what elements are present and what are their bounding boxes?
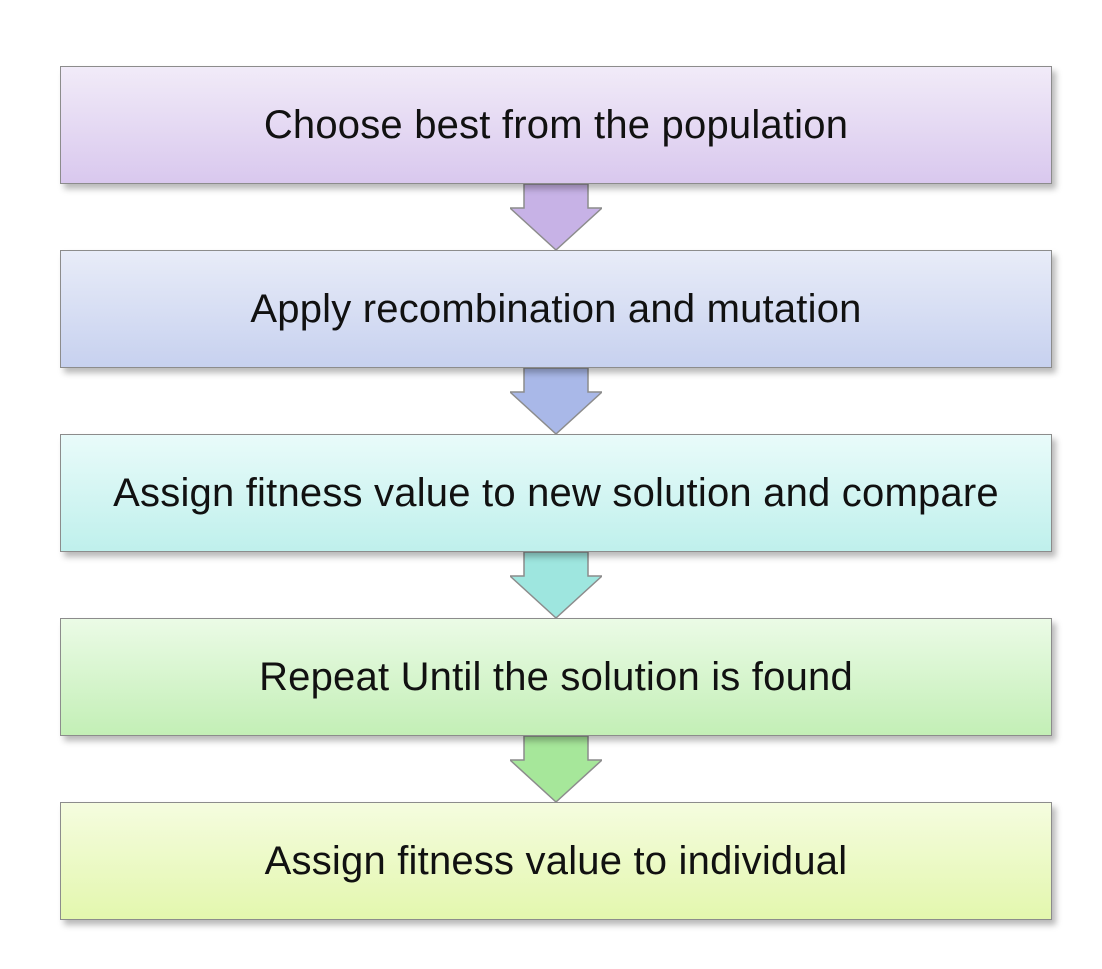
step-label: Choose best from the population [263, 102, 849, 147]
step-box-5: Assign fitness value to individual [60, 802, 1052, 920]
down-arrow-icon [510, 552, 602, 620]
step-label: Assign fitness value to individual [264, 838, 848, 883]
down-arrow-icon [510, 184, 602, 252]
step-box-4: Repeat Until the solution is found [60, 618, 1052, 736]
step-label: Assign fitness value to new solution and… [113, 470, 999, 515]
step-box-1: Choose best from the population [60, 66, 1052, 184]
down-arrow-icon [510, 368, 602, 436]
down-arrow-icon [510, 736, 602, 804]
step-box-3: Assign fitness value to new solution and… [60, 434, 1052, 552]
step-label: Repeat Until the solution is found [259, 654, 853, 699]
step-label: Apply recombination and mutation [250, 286, 862, 331]
step-box-2: Apply recombination and mutation [60, 250, 1052, 368]
